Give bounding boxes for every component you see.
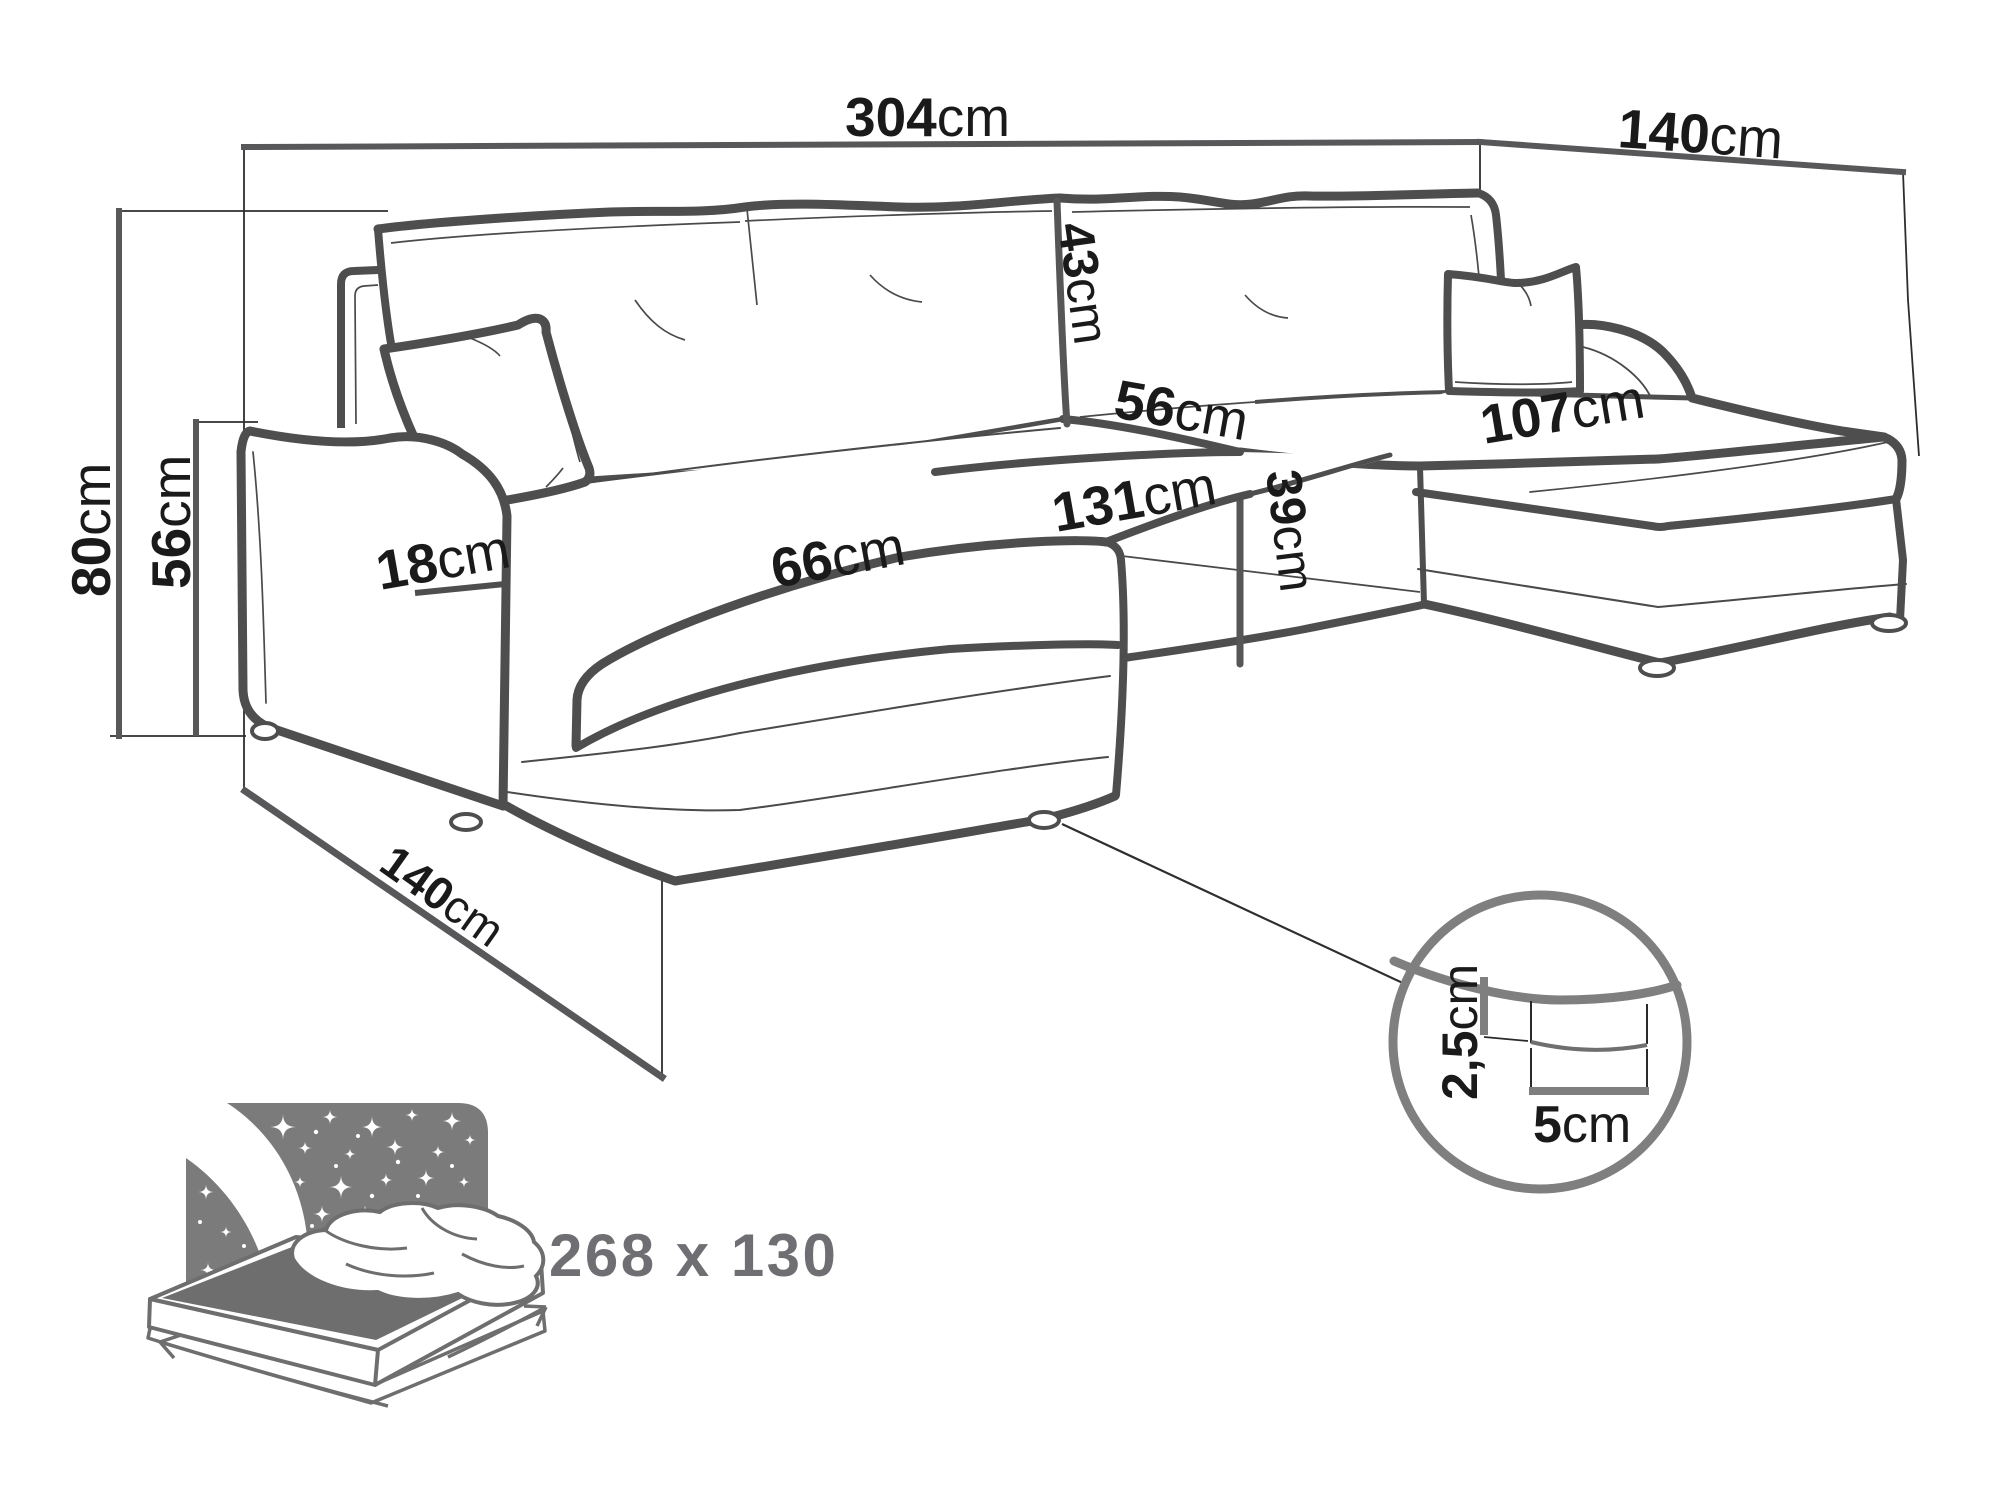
svg-text:43cm: 43cm (1047, 219, 1119, 348)
svg-text:140cm: 140cm (1616, 97, 1785, 170)
svg-text:56cm: 56cm (1110, 368, 1253, 452)
svg-text:18cm: 18cm (371, 517, 514, 601)
svg-text:131cm: 131cm (1047, 454, 1220, 544)
svg-text:5cm: 5cm (1533, 1096, 1631, 1154)
svg-text:80cm: 80cm (60, 462, 122, 597)
svg-text:2,5cm: 2,5cm (1432, 964, 1488, 1100)
svg-text:39cm: 39cm (1255, 467, 1325, 595)
svg-text:304cm: 304cm (845, 86, 1010, 148)
svg-text:56cm: 56cm (140, 454, 202, 589)
svg-text:268 x 130: 268 x 130 (549, 1222, 838, 1289)
svg-text:107cm: 107cm (1476, 367, 1649, 455)
svg-text:66cm: 66cm (766, 514, 910, 599)
